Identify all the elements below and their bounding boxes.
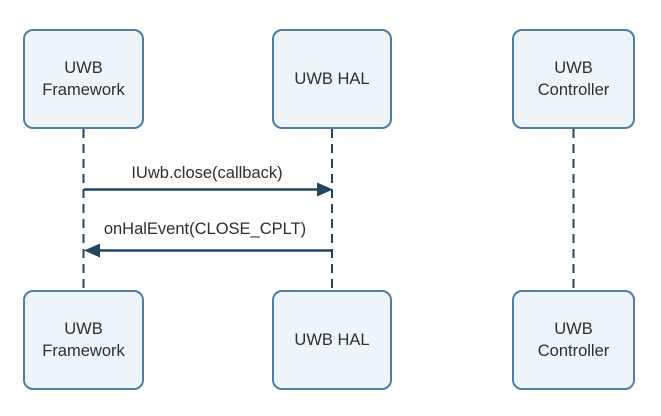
message-arrow-close [84,182,333,197]
actor-box-uwb-controller-top: UWB Controller [512,29,635,129]
arrowhead-right-icon [317,182,333,197]
message-label-onhalevent: onHalEvent(CLOSE_CPLT) [103,220,307,238]
arrowhead-left-icon [84,243,100,258]
actor-box-uwb-controller-bottom: UWB Controller [512,290,635,390]
actor-box-uwb-hal-bottom: UWB HAL [272,290,392,390]
message-label-close: IUwb.close(callback) [131,164,283,182]
actor-box-uwb-framework-top: UWB Framework [23,29,144,129]
actor-box-uwb-hal-top: UWB HAL [272,29,392,129]
actor-box-uwb-framework-bottom: UWB Framework [23,290,144,390]
message-arrow-onhalevent [84,243,332,258]
